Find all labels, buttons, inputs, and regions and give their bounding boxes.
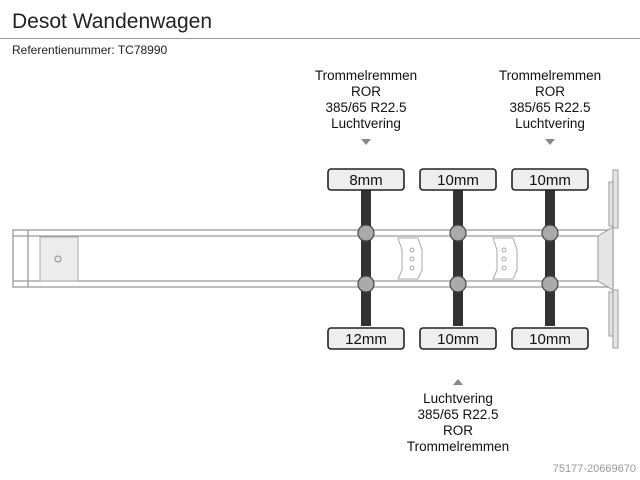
tire-top xyxy=(419,168,497,191)
tread-depth-bottom: 10mm xyxy=(529,331,571,348)
wheel-hub-icon xyxy=(541,224,559,242)
chassis-frame xyxy=(12,229,614,288)
tire-bottom xyxy=(511,327,589,350)
front-bulkhead xyxy=(39,236,79,282)
rim-type: ROR xyxy=(351,84,381,99)
brake-type: Trommelremmen xyxy=(314,68,418,83)
suspension-type: Luchtvering xyxy=(331,116,401,131)
axle-3-spec-label: Trommelremmen ROR 385/65 R22.5 Luchtveri… xyxy=(475,68,625,132)
brake-type: Trommelremmen xyxy=(498,68,602,83)
axle-bar xyxy=(453,190,463,326)
reference-number: Referentienummer: TC78990 xyxy=(12,43,168,57)
wheel-hub-icon xyxy=(449,275,467,293)
suspension-bracket xyxy=(397,237,518,280)
axle-1-spec-label: Trommelremmen ROR 385/65 R22.5 Luchtveri… xyxy=(291,68,441,132)
tread-depth-bottom: 10mm xyxy=(437,331,479,348)
rim-type: ROR xyxy=(535,84,565,99)
tire-bottom xyxy=(327,327,405,350)
wheel-hub-icon xyxy=(357,224,375,242)
tire-top xyxy=(327,168,405,191)
listing-id: 75177-20669670 xyxy=(552,463,636,475)
tire-size: 385/65 R22.5 xyxy=(325,100,407,115)
brake-type: Trommelremmen xyxy=(406,439,510,454)
tire-size: 385/65 R22.5 xyxy=(509,100,591,115)
rear-bumper xyxy=(597,169,619,349)
pointer-down-icon xyxy=(361,139,371,145)
tire-top xyxy=(511,168,589,191)
axle-bar xyxy=(545,190,555,326)
tire-bottom xyxy=(419,327,497,350)
suspension-type: Luchtvering xyxy=(423,391,493,406)
axle-2-spec-label: Luchtvering 385/65 R22.5 ROR Trommelremm… xyxy=(383,391,533,455)
rim-type: ROR xyxy=(443,423,473,438)
wheel-hub-icon xyxy=(449,224,467,242)
tread-depth-top: 10mm xyxy=(437,172,479,189)
title-divider xyxy=(0,38,640,39)
page-title: Desot Wandenwagen xyxy=(12,10,213,33)
suspension-type: Luchtvering xyxy=(515,116,585,131)
tire-size: 385/65 R22.5 xyxy=(417,407,499,422)
wheel-hub-icon xyxy=(541,275,559,293)
tread-depth-top: 10mm xyxy=(529,172,571,189)
kingpin-icon xyxy=(54,255,62,263)
wheel-hub-icon xyxy=(357,275,375,293)
tread-depth-top: 8mm xyxy=(349,172,382,189)
pointer-down-icon xyxy=(545,139,555,145)
pointer-up-icon xyxy=(453,379,463,385)
tread-depth-bottom: 12mm xyxy=(345,331,387,348)
axle-bar xyxy=(361,190,371,326)
